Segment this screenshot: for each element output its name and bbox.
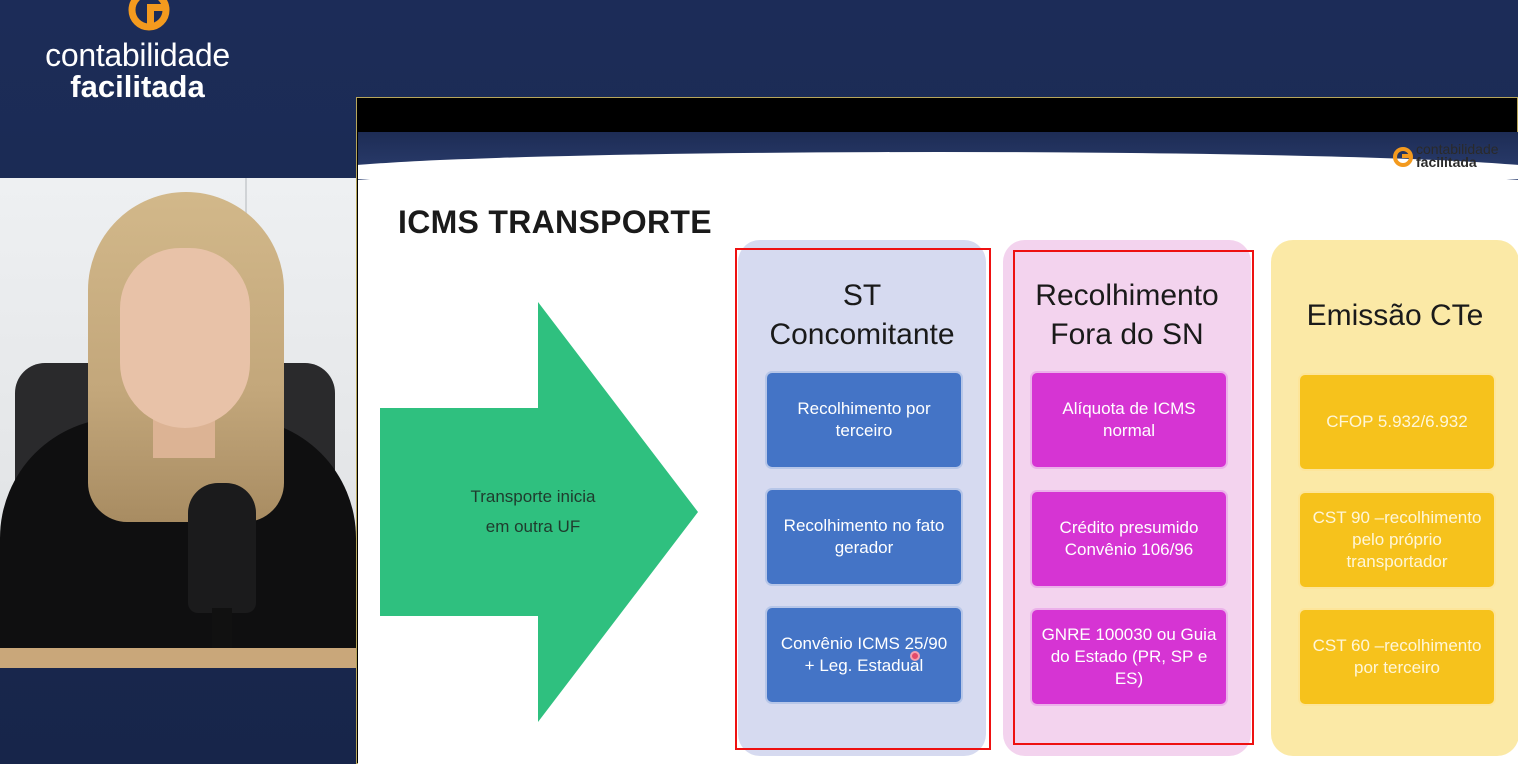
box-line: do Estado (PR, SP e ES) [1050,647,1208,688]
column-st-concomitante: ST Concomitante Recolhimento por terceiro… [738,240,986,756]
column-recolhimento-fora-sn: Recolhimento Fora do SN Alíquota de ICMS… [1003,240,1251,756]
box-convenio-icms: Convênio ICMS 25/90 + Leg. Estadual [765,606,963,704]
box-line: normal [1103,421,1155,440]
highlight-rectangle-st [735,248,991,750]
box-line: Recolhimento no fato [783,516,945,535]
slide-title: ICMS TRANSPORTE [398,204,712,240]
box-line: pelo próprio [1352,530,1442,549]
box-cst-90: CST 90 –recolhimento pelo próprio transpor… [1298,491,1496,589]
column-heading-line1: ST [842,279,882,312]
highlight-rectangle-recolhimento [1013,250,1254,745]
column-heading-line2: Concomitante [769,318,955,351]
box-line: transportador [1346,552,1448,571]
box-line: gerador [834,538,894,557]
box-line: + Leg. Estadual [804,656,924,675]
laser-pointer-icon [910,651,920,661]
box-line: CFOP 5.932/6.932 [1326,412,1468,431]
box-gnre: GNRE 100030 ou Guia do Estado (PR, SP e E… [1030,608,1228,706]
box-line: CST 90 –recolhimento [1312,508,1482,527]
slide-logo-line2: facilitada [1416,154,1477,170]
box-cst-60: CST 60 –recolhimento por terceiro [1298,608,1496,706]
brand-logo: contabilidade facilitada [30,0,245,110]
slide-logo: contabilidade facilitada [1392,140,1516,174]
box-line: Recolhimento por [797,399,931,418]
presentation-slide: contabilidade facilitada ICMS TRANSPORTE… [358,132,1518,764]
box-line: Alíquota de ICMS [1062,399,1196,418]
box-recolhimento-fato-gerador: Recolhimento no fato gerador [765,488,963,586]
desk [0,648,356,668]
brand-line2: facilitada [70,69,205,104]
box-cfop: CFOP 5.932/6.932 [1298,373,1496,471]
logo-mark-icon [128,0,170,31]
green-arrow-shape [380,302,698,722]
brand-line1: contabilidade [45,37,230,73]
box-line: Convênio ICMS 25/90 [780,634,948,653]
webcam-feed [0,178,356,668]
presenter-face [120,248,250,428]
column-emissao-cte: Emissão CTe CFOP 5.932/6.932 CST 90 –rec… [1271,240,1518,756]
slide-logo-mark-icon [1393,147,1413,167]
box-line: Crédito presumido [1059,518,1199,537]
slide-logo-line1: contabilidade [1416,141,1499,157]
box-line: terceiro [835,421,893,440]
arrow-text-line1: Transporte inicia [470,487,596,506]
box-line: por terceiro [1354,658,1440,677]
box-recolhimento-terceiro: Recolhimento por terceiro [765,371,963,469]
arrow-text: Transporte inicia em outra UF [418,482,648,542]
box-aliquota-icms: Alíquota de ICMS normal [1030,371,1228,469]
microphone-icon [188,483,256,613]
slide-header-curve [358,152,1518,192]
box-line: GNRE 100030 ou Guia [1041,625,1217,644]
column-heading-line1: Recolhimento [1035,279,1219,312]
box-line: CST 60 –recolhimento [1312,636,1482,655]
arrow-text-line2: em outra UF [485,517,581,536]
column-heading: Emissão CTe [1306,299,1484,332]
column-heading-line2: Fora do SN [1050,318,1204,351]
box-line: Convênio 106/96 [1064,540,1194,559]
